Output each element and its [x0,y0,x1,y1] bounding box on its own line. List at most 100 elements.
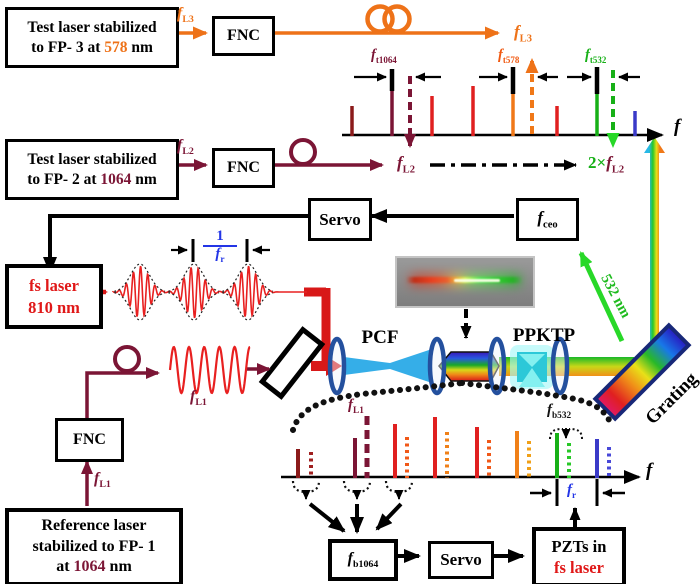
fceo-box: fceo [516,198,579,241]
pulse-spacing-marker [171,239,270,262]
fraction-numerator: 1 [216,228,224,244]
green-532-arrow [578,251,625,343]
fs-laser-box: fs laser 810 nm [5,264,103,329]
pzt-box: PZTs in fs laser [532,527,626,584]
reference-wavelength: 1064 [73,558,106,576]
waveform [114,292,166,321]
ft532-label: ft532 [585,47,606,65]
f-symbol: f [606,153,612,172]
f-symbol: f [567,482,572,498]
f-symbol: f [514,22,520,41]
beamsplitter [258,326,326,400]
fL1-label-ref: fL1 [94,470,111,490]
grating-element [592,322,692,422]
factor-2: 2 [588,153,597,172]
bottom-axis-label: f [646,460,652,482]
spectrum-core [454,278,501,282]
f-symbol: f [498,47,503,63]
dotted-brace [290,380,615,433]
test2-wavelength: 1064 [100,170,132,188]
test3-wavelength: 578 [104,38,128,56]
f-symbol: f [674,116,681,137]
fL1-label-comb: fL1 [348,397,364,416]
test2-unit: nm [135,170,157,188]
fceo-symbol: f [537,208,544,228]
reference-laser-box: Reference laser stabilized to FP- 1 at 1… [5,508,183,584]
fnc-box-bottom: FNC [55,418,124,462]
f-symbol: f [348,397,353,413]
f-subscript: L2 [611,164,625,176]
servo-to-fslaser-line [43,214,308,274]
servo-box-bottom: Servo [428,541,494,579]
waveform [168,345,251,395]
fL3-label-box: fL3 [177,5,194,25]
servo-label: Servo [319,209,361,229]
test2-line2: to FP- 2 at [27,170,97,188]
ft1064-label: ft1064 [371,47,397,65]
test-laser-2-box: Test laser stabilized to FP- 2 at 1064 n… [5,139,179,200]
fb1064-symbol: f [347,549,353,567]
bottom-comb [281,416,641,506]
reference-line1: Reference laser [41,517,147,535]
fnc-label: FNC [227,158,260,176]
reference-laser-path [81,345,271,506]
f-symbol: f [585,47,590,63]
f-symbol: f [215,245,221,262]
fs-laser-line2: 810 nm [28,297,80,317]
waveform [168,263,220,292]
reference-unit: nm [109,558,132,576]
fceo-subscript: ceo [543,219,558,231]
rainbow-up-arrow [644,137,665,344]
waveform [168,292,220,321]
waveform [222,263,274,292]
f-subscript: L1 [353,406,364,416]
f-symbol: f [94,470,100,487]
f-symbol: f [371,47,376,63]
f-symbol: f [177,137,183,154]
fL1-label-wave: fL1 [190,388,207,408]
two-fL2-label: 2×fL2 [588,153,624,175]
test3-unit: nm [131,38,153,56]
f-subscript: L2 [182,146,194,158]
times-sign: × [596,153,607,172]
ppktp-crystal [510,345,554,389]
f-subscript: L1 [99,479,111,491]
pcf-label: PCF [361,327,399,348]
ppktp-label: PPKTP [512,325,576,346]
f-symbol: f [190,388,196,405]
f-subscript: t1064 [375,54,397,65]
waveform [222,292,274,321]
fnc-box-top: FNC [212,16,275,56]
fnc-label: FNC [73,430,106,448]
inv-fr-fraction: 1 fr [203,228,237,266]
f-subscript: L2 [402,164,415,176]
orange-laser-path [173,4,500,40]
test3-line1: Test laser stabilized [27,18,157,36]
fb1064-box: fb1064 [328,539,398,581]
waveform [114,263,166,292]
f-subscript: L1 [195,397,207,409]
fnc-box-mid: FNC [212,148,275,188]
f-subscript: r [220,254,225,265]
waveform [112,265,307,319]
maroon-laser2-path [173,138,384,171]
fs-laser-line1: fs laser [29,276,79,296]
fb1064-subscript: b1064 [353,558,379,570]
reference-line2: stabilized to FP- 1 [32,537,156,555]
f-subscript: t532 [589,54,607,65]
top-axis-label: f [674,116,680,138]
f-subscript: r [572,491,577,501]
f-subscript: L3 [182,14,194,26]
pzt-line1: PZTs in [551,536,607,556]
pcf-fiber [344,349,432,383]
servo-box-top: Servo [308,198,372,241]
fL2-label-end: fL2 [397,153,415,175]
f-symbol: f [547,402,552,418]
pzt-line2: fs laser [554,558,604,577]
supercontinuum-beam [438,351,500,382]
fb532-label: fb532 [547,402,571,421]
f-subscript: t578 [502,54,520,65]
test3-line2: to FP- 3 at [31,38,101,56]
